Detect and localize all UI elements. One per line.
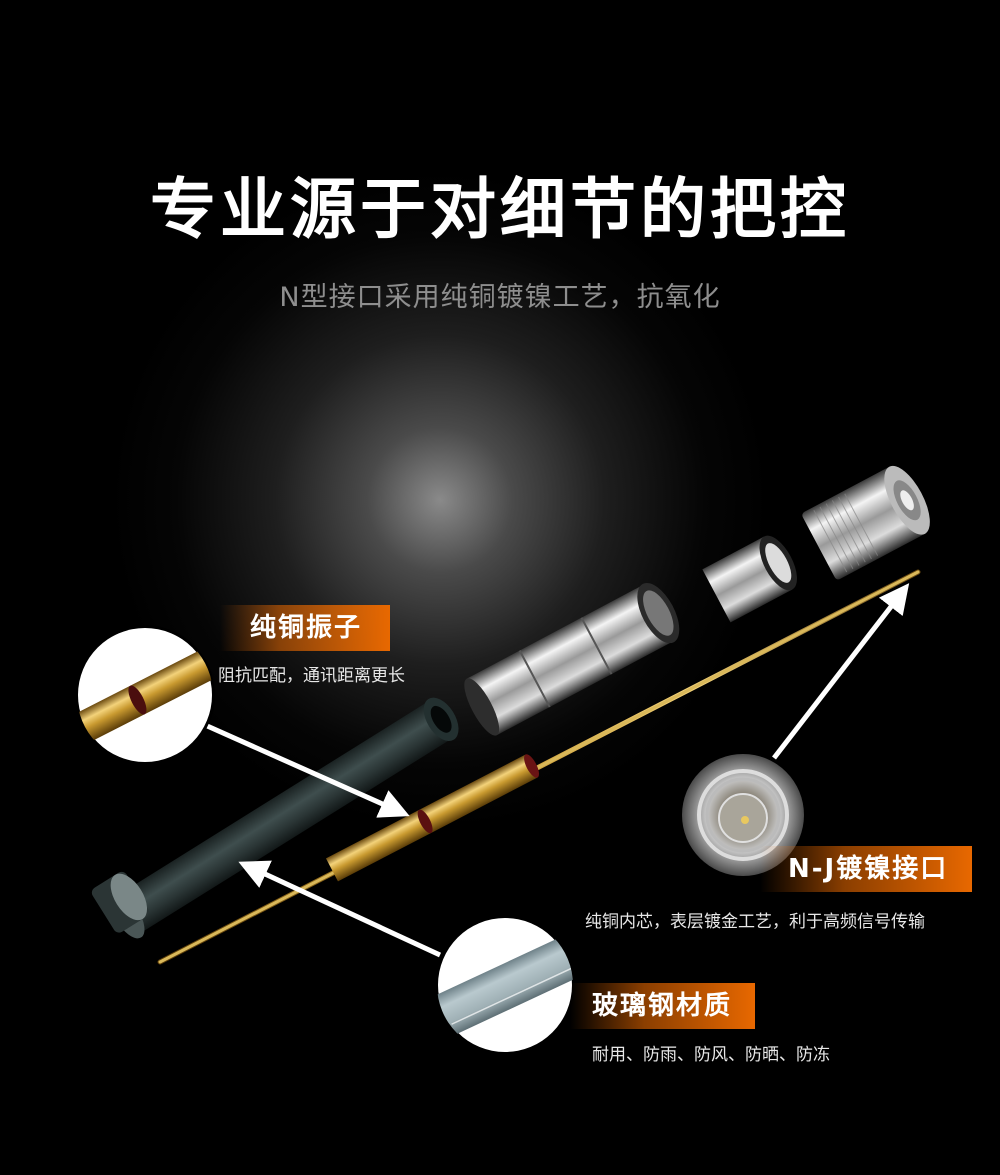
copper-element-closeup: [75, 625, 215, 765]
callout-desc-n-connector: 纯铜内芯，表层镀金工艺，利于高频信号传输: [585, 912, 925, 932]
fiberglass-tube-closeup: [435, 915, 575, 1055]
callout-arrows: [203, 583, 910, 958]
callout-label-copper-element: 纯铜振子: [220, 605, 390, 651]
callout-desc-copper-element: 阻抗匹配，通讯距离更长: [218, 666, 405, 686]
fiberglass-tube: [110, 697, 459, 939]
callout-desc-fiberglass: 耐用、防雨、防风、防晒、防冻: [592, 1045, 830, 1065]
callout-label-fiberglass: 玻璃钢材质: [570, 983, 755, 1029]
page-title: 专业源于对细节的把控: [150, 171, 850, 248]
callout-label-n-connector: N-J镀镍接口: [760, 846, 972, 892]
page-subtitle: N型接口采用纯铜镀镍工艺，抗氧化: [279, 282, 721, 313]
